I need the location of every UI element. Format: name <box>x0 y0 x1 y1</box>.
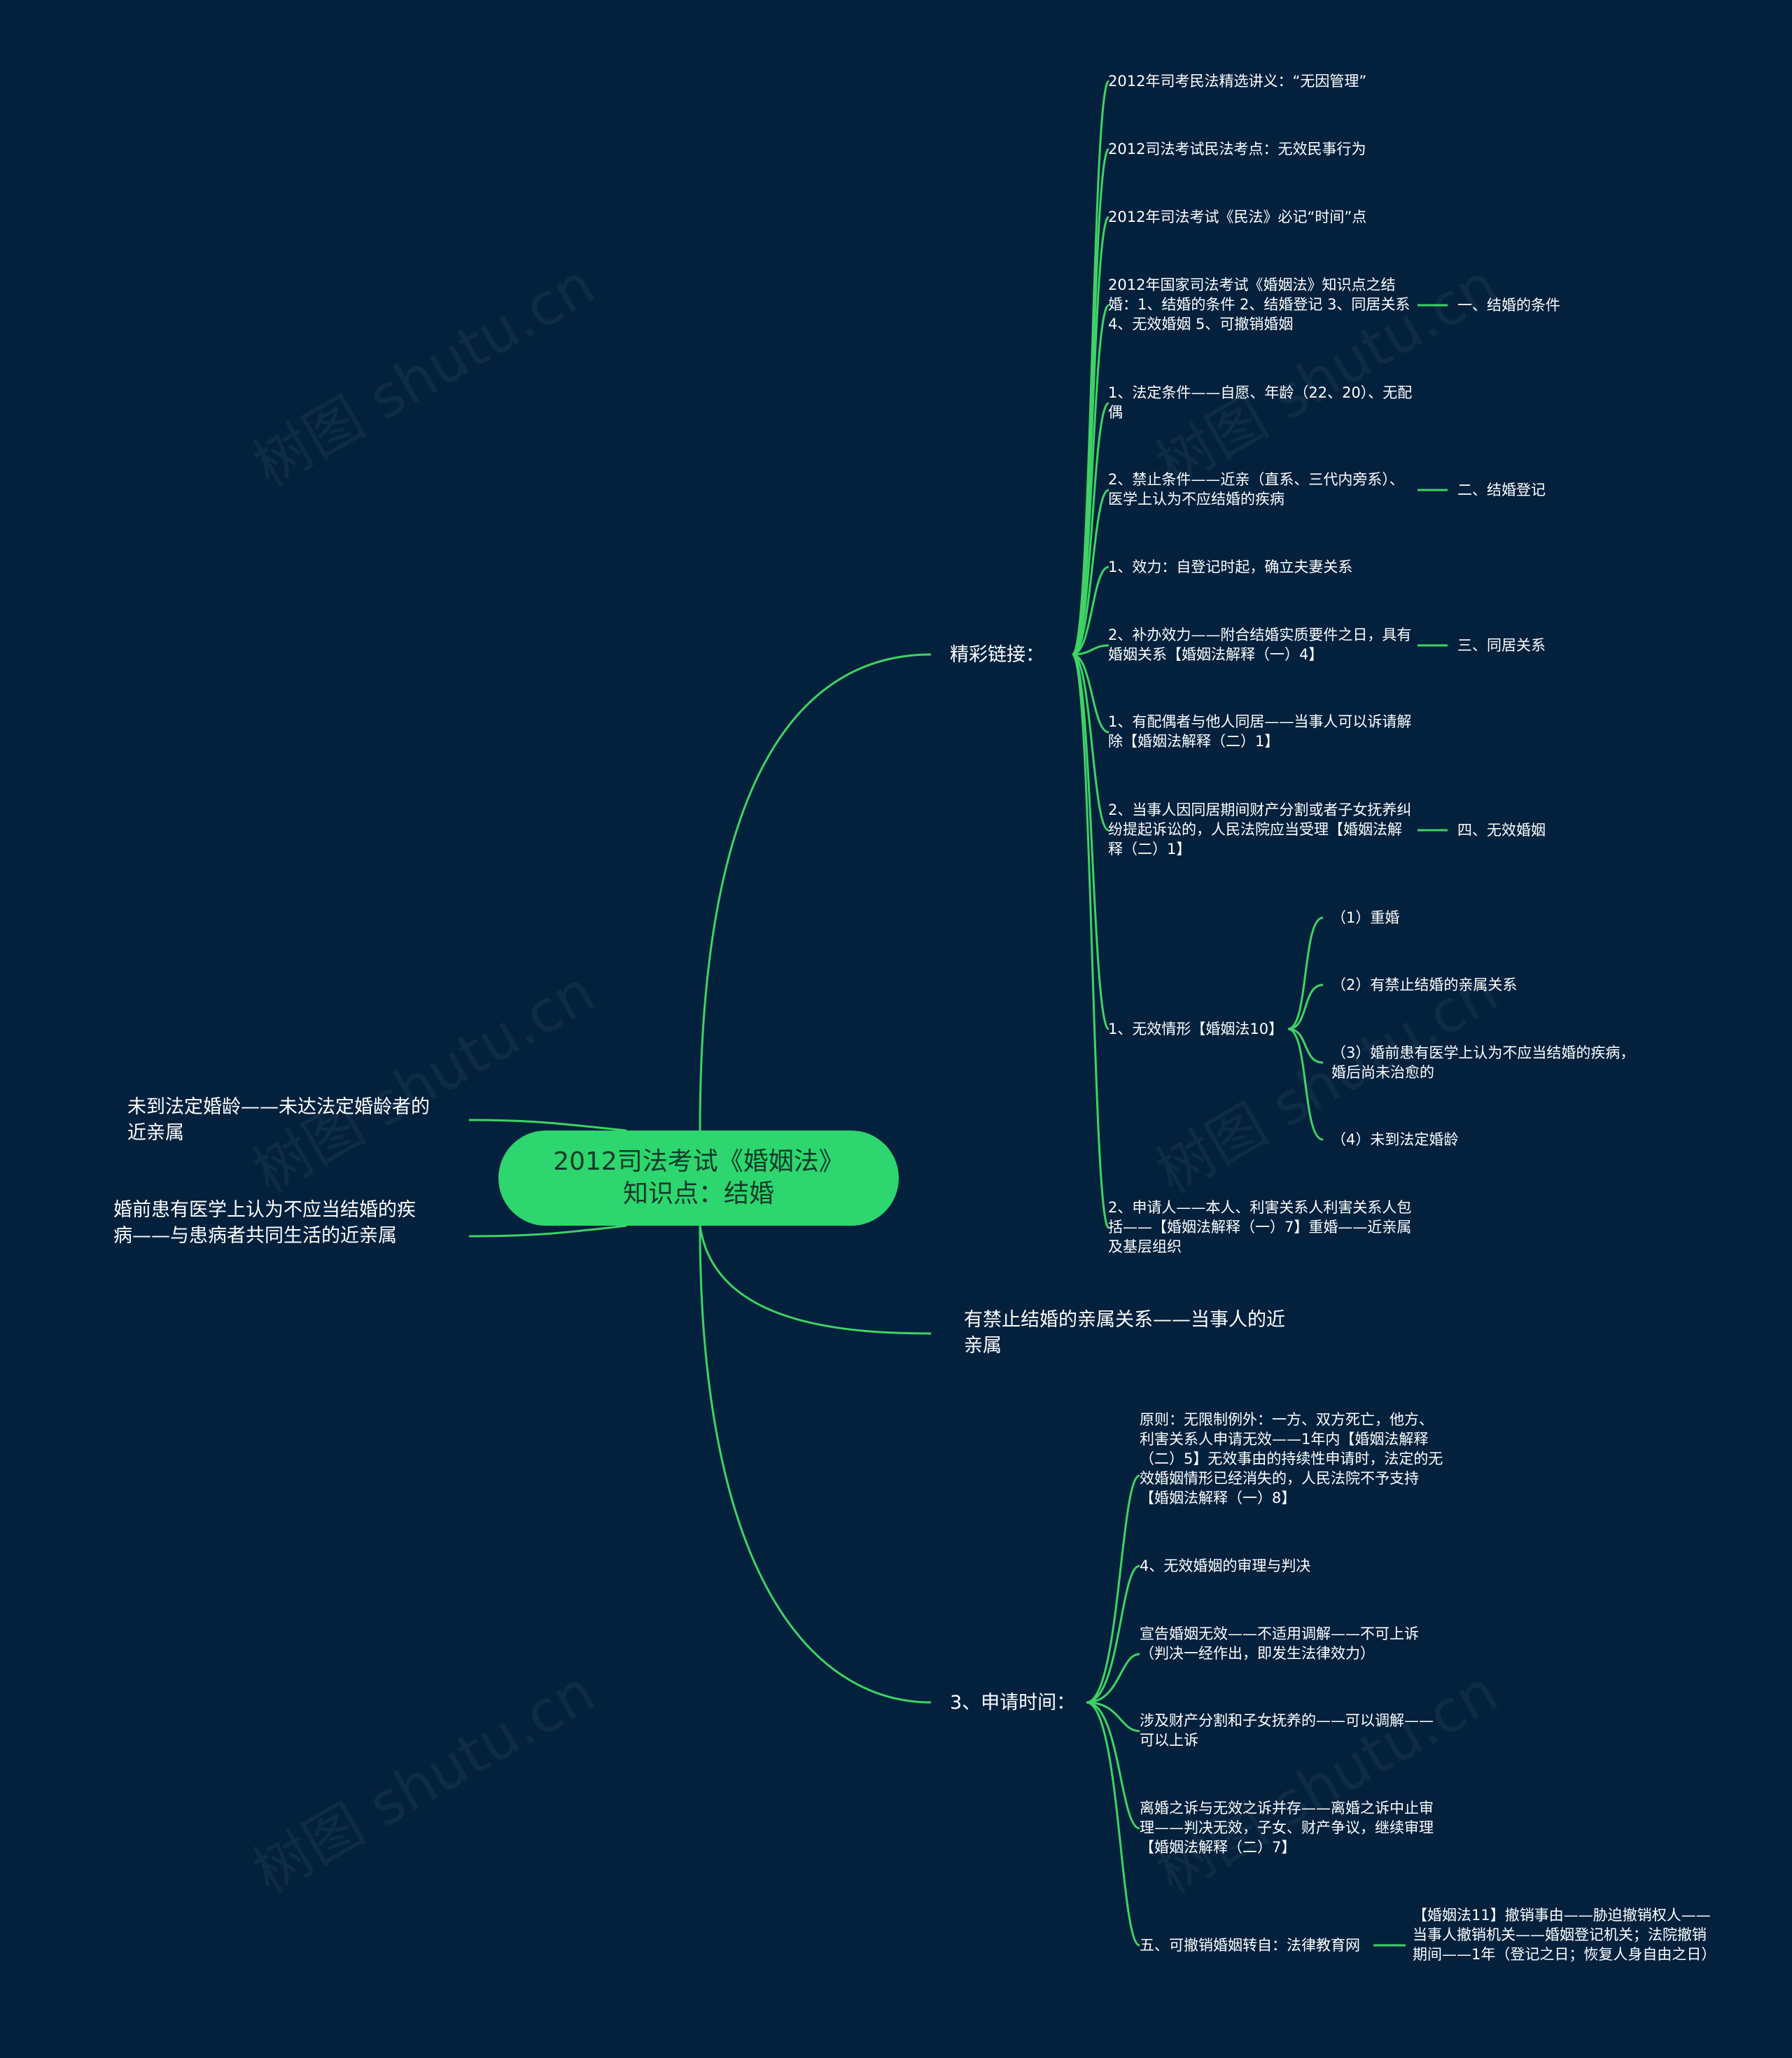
b1-child-7[interactable]: 1、效力：自登记时起，确立夫妻关系 <box>1108 559 1353 575</box>
b3-child-1[interactable]: 原则：无限制例外：一方、双方死亡，他方、利害关系人申请无效——1年内【婚姻法解释… <box>1140 1411 1443 1506</box>
link-root-left2 <box>468 1224 627 1238</box>
tag-4[interactable]: 四、无效婚姻 <box>1457 822 1546 839</box>
link-b1-c5 <box>1072 402 1110 656</box>
link-b3-c4 <box>1086 1701 1140 1732</box>
link-b1-c4 <box>1072 304 1110 656</box>
left-node-1[interactable]: 未到法定婚龄——未达法定婚龄者的近亲属 <box>127 1096 430 1144</box>
b1-child-9[interactable]: 1、有配偶者与他人同居——当事人可以诉请解除【婚姻法解释（二）1】 <box>1108 713 1412 750</box>
b3-child-2[interactable]: 4、无效婚姻的审理与判决 <box>1140 1558 1311 1574</box>
link-b1-c12 <box>1071 653 1110 1229</box>
link-sub4 <box>1287 1028 1324 1141</box>
b1-child-4[interactable]: 2012年国家司法考试《婚姻法》知识点之结婚：1、结婚的条件 2、结婚登记 3、… <box>1108 276 1410 332</box>
link-root-b2 <box>699 1225 932 1335</box>
tag-1[interactable]: 一、结婚的条件 <box>1457 297 1560 314</box>
b1-child-10[interactable]: 2、当事人因同居期间财产分割或者子女抚养纠纷提起诉讼的，人民法院应当受理【婚姻法… <box>1108 802 1412 858</box>
root-node[interactable]: 2012司法考试《婚姻法》 知识点：结婚 <box>498 1130 899 1226</box>
b1-child-1[interactable]: 2012年司考民法精选讲义：“无因管理” <box>1108 73 1367 90</box>
sub-3[interactable]: （3）婚前患有医学上认为不应当结婚的疾病，婚后尚未治愈的 <box>1331 1044 1635 1081</box>
b1-child-12[interactable]: 2、申请人——本人、利害关系人利害关系人包括——【婚姻法解释（一）7】重婚——近… <box>1108 1199 1412 1255</box>
left-node-2[interactable]: 婚前患有医学上认为不应当结婚的疾病——与患病者共同生活的近亲属 <box>113 1199 416 1247</box>
b3-child-6[interactable]: 五、可撤销婚姻转自：法律教育网 <box>1140 1937 1360 1954</box>
link-b1-c7 <box>1072 566 1110 656</box>
link-b3-c6 <box>1086 1701 1140 1947</box>
link-b3-c5 <box>1086 1701 1140 1830</box>
b1-child-11[interactable]: 1、无效情形【婚姻法10】 <box>1108 1021 1284 1037</box>
b1-child-2[interactable]: 2012司法考试民法考点：无效民事行为 <box>1108 141 1366 158</box>
link-b3-c3 <box>1086 1653 1140 1704</box>
tag-2[interactable]: 二、结婚登记 <box>1457 482 1546 498</box>
link-sub1 <box>1287 916 1324 1030</box>
link-b3-c1 <box>1086 1474 1140 1704</box>
tag-3[interactable]: 三、同居关系 <box>1457 637 1546 654</box>
link-b3-c2 <box>1086 1564 1140 1704</box>
link-root-left1 <box>468 1119 627 1132</box>
branch-b2[interactable]: 有禁止结婚的亲属关系——当事人的近亲属 <box>964 1309 1285 1357</box>
link-sub2 <box>1287 983 1324 1030</box>
link-b1-c10 <box>1072 653 1110 832</box>
link-b1-c11 <box>1071 653 1110 1030</box>
link-b1-c6 <box>1072 489 1110 656</box>
sub-4[interactable]: （4）未到法定婚龄 <box>1331 1131 1459 1148</box>
sub-2[interactable]: （2）有禁止结婚的亲属关系 <box>1331 976 1518 993</box>
b1-child-8[interactable]: 2、补办效力——附合结婚实质要件之日，具有婚姻关系【婚姻法解释（一）4】 <box>1108 626 1412 663</box>
link-sub3 <box>1287 1028 1324 1064</box>
sub-1[interactable]: （1）重婚 <box>1331 909 1400 926</box>
b1-child-3[interactable]: 2012年司法考试《民法》必记“时间”点 <box>1108 209 1367 225</box>
b3-child-4[interactable]: 涉及财产分割和子女抚养的——可以调解——可以上诉 <box>1140 1712 1434 1749</box>
link-b1-c9 <box>1072 653 1110 734</box>
link-b1-c8 <box>1072 644 1110 656</box>
b1-child-5[interactable]: 1、法定条件——自愿、年龄（22、20）、无配偶 <box>1108 384 1413 421</box>
b3-child-3[interactable]: 宣告婚姻无效——不适用调解——不可上诉（判决一经作出，即发生法律效力） <box>1140 1625 1419 1662</box>
link-root-b3 <box>699 1225 932 1704</box>
branch-b3[interactable]: 3、申请时间： <box>950 1692 1076 1714</box>
branch-b1[interactable]: 精彩链接： <box>950 644 1044 666</box>
b1-child-6[interactable]: 2、禁止条件——近亲（直系、三代内旁系）、医学上认为不应结婚的疾病 <box>1108 471 1404 507</box>
b3-child-5[interactable]: 离婚之诉与无效之诉并存——离婚之诉中止审理——判决无效，子女、财产争议，继续审理… <box>1140 1800 1434 1856</box>
b3-tail[interactable]: 【婚姻法11】撤销事由——胁迫撤销权人——当事人撤销机关——婚姻登记机关；法院撤… <box>1413 1907 1716 1963</box>
link-root-b1 <box>699 653 932 1131</box>
